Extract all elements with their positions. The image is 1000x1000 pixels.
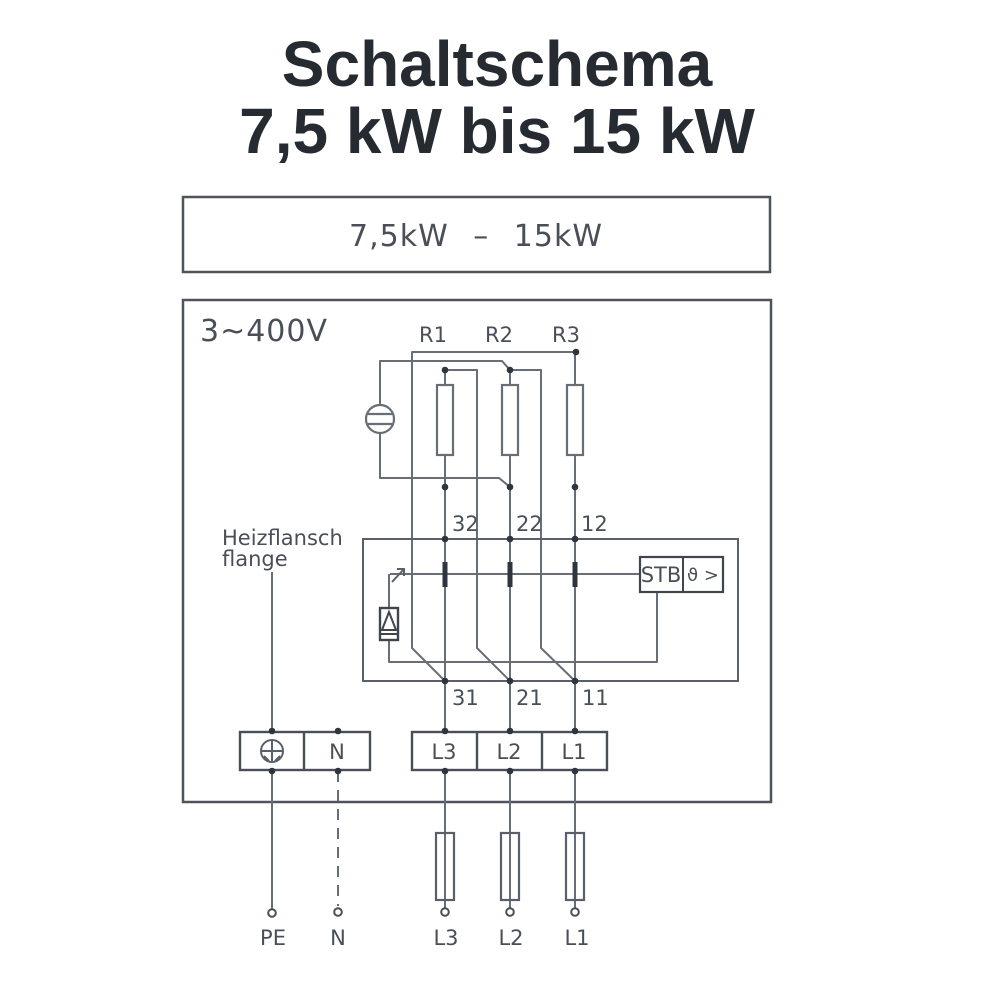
resistor-r3	[565, 383, 585, 457]
flange-label-line2: flange	[222, 547, 288, 571]
supply-label-l1: L1	[564, 926, 589, 950]
contactor-terminal-11: 11	[582, 686, 609, 710]
stb-box	[638, 555, 725, 594]
supply-label-n: N	[330, 926, 346, 950]
heater-label-r1: R1	[419, 323, 447, 347]
terminal-n-label: N	[329, 740, 345, 764]
terminal-block-pe-n: N	[238, 730, 372, 772]
schematic-frame	[181, 298, 773, 804]
contactor-terminal-22: 22	[516, 512, 543, 536]
pe-earth-terminal-symbol	[260, 739, 284, 763]
wiring-lines	[271, 351, 658, 909]
supply-voltage-label: 3~400V	[200, 314, 328, 349]
contactor-terminal-31: 31	[452, 686, 479, 710]
resistor-r2	[500, 383, 520, 457]
fuse-l1	[564, 831, 586, 902]
resistor-r1	[435, 383, 455, 457]
terminal-point-l3	[440, 907, 450, 917]
flange-label-line1: Heizflansch	[222, 526, 343, 550]
contactor-terminal-21: 21	[516, 686, 543, 710]
supply-terminal-points	[267, 907, 580, 918]
terminal-l3-label: L3	[431, 740, 456, 764]
terminal-point-pe	[267, 908, 277, 918]
contactor-box	[362, 538, 739, 682]
contactor-terminal-32: 32	[452, 512, 479, 536]
supply-label-l2: L2	[498, 926, 523, 950]
indicator-lamp-symbol	[364, 403, 396, 435]
terminal-point-l1	[570, 907, 580, 917]
stb-theta-symbol: ϑ >	[687, 565, 719, 586]
contactor-coil-symbol	[378, 606, 400, 642]
supply-label-l3: L3	[433, 926, 458, 950]
terminal-l1-label: L1	[561, 740, 586, 764]
actuator-arrow-icon	[391, 568, 405, 583]
heater-label-r2: R2	[485, 323, 513, 347]
wire-coil-to-stb	[388, 592, 658, 663]
terminal-point-l2	[505, 907, 515, 917]
junction-dots	[268, 348, 580, 775]
page-title-line1: Schaltschema	[282, 28, 713, 100]
page-title-line2: 7,5 kW bis 15 kW	[239, 95, 755, 167]
fuse-l2	[499, 831, 521, 902]
wire-lamp-bottom	[379, 433, 511, 488]
power-range-box	[181, 195, 772, 274]
contactor-contacts	[442, 562, 578, 587]
heater-label-r3: R3	[552, 323, 580, 347]
fuse-symbols	[434, 831, 586, 902]
wire-bus-r1	[445, 369, 511, 682]
stb-label: STB	[641, 563, 682, 587]
contactor-terminal-12: 12	[581, 512, 608, 536]
wire-lamp-top	[379, 360, 511, 405]
wire-bus-r2	[510, 369, 576, 682]
terminal-point-n	[333, 907, 343, 917]
wire-bus-r3	[411, 351, 576, 682]
heating-elements	[435, 383, 585, 457]
power-range-label: 7,5kW – 15kW	[349, 219, 603, 254]
supply-label-pe: PE	[260, 926, 286, 950]
fuse-l3	[434, 831, 456, 902]
terminal-block-phases: L3 L2 L1	[410, 730, 609, 772]
stb-limiter: STB ϑ >	[638, 555, 725, 594]
terminal-l2-label: L2	[496, 740, 521, 764]
